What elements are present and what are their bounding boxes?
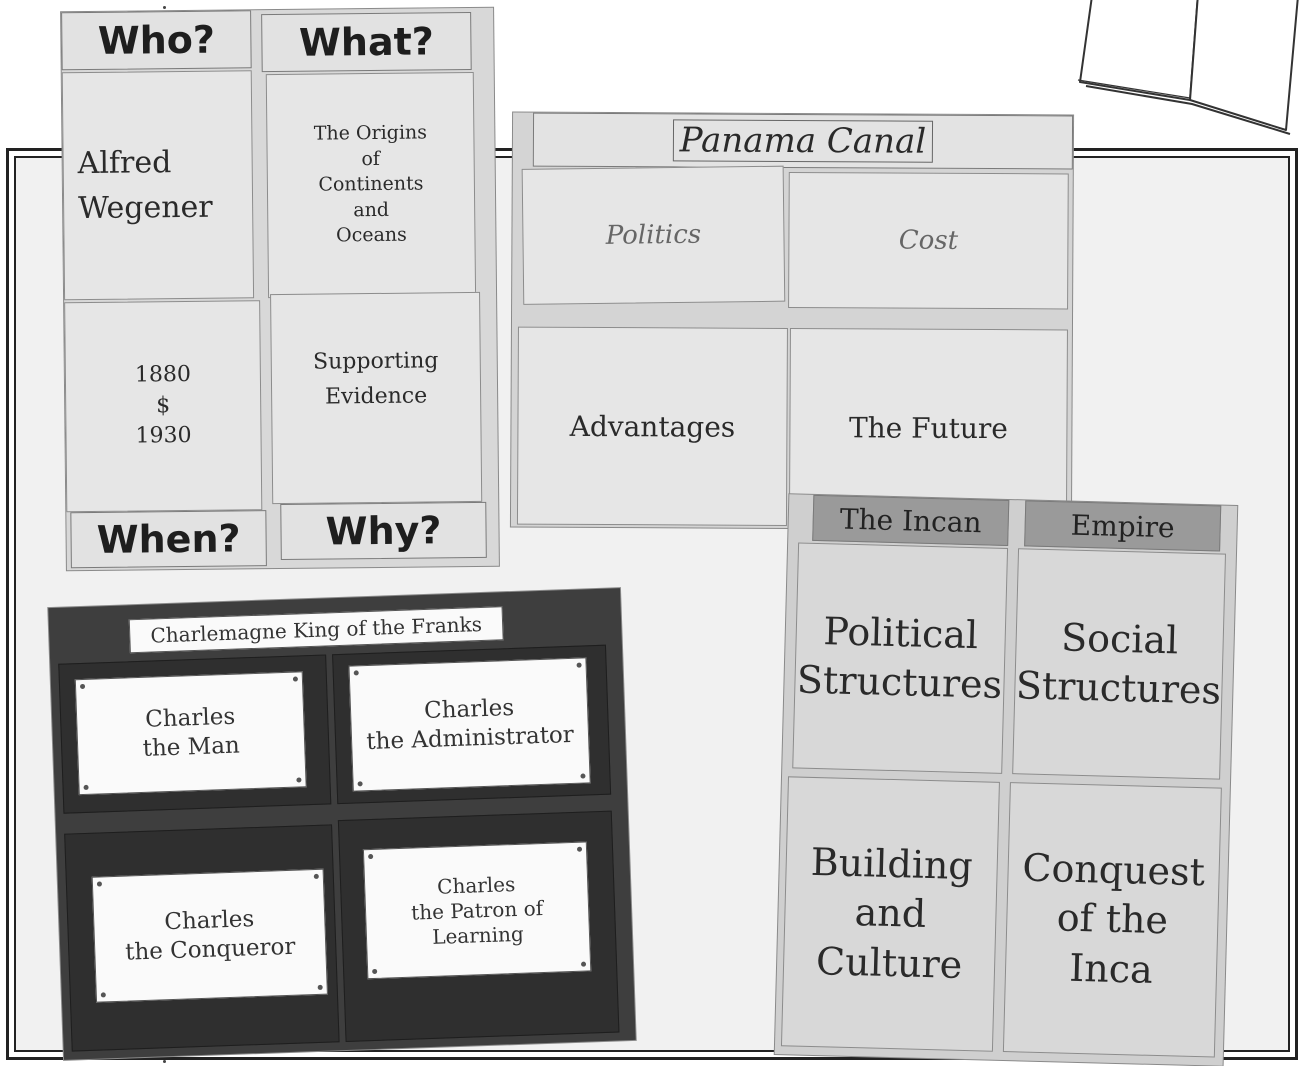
when-cell: 1880 $ 1930 bbox=[64, 300, 263, 513]
panama-canal-foldable: Panama Canal Politics Cost Advantages Th… bbox=[510, 112, 1074, 530]
pin-dot bbox=[83, 784, 89, 790]
incan-title-left: The Incan bbox=[812, 494, 1010, 546]
binding-dot bbox=[163, 6, 166, 9]
pin-dot bbox=[580, 961, 587, 967]
panama-cell-cost: Cost bbox=[788, 171, 1069, 310]
pin-dot bbox=[313, 873, 319, 880]
pin-dot bbox=[368, 853, 374, 860]
why-header: Why? bbox=[280, 501, 487, 561]
pin-dot bbox=[353, 670, 359, 676]
panama-title: Panama Canal bbox=[672, 119, 934, 163]
panama-title-strip: Panama Canal bbox=[532, 112, 1074, 170]
pin-dot bbox=[576, 662, 582, 668]
what-cell: The Origins of Continents and Oceans bbox=[265, 71, 477, 299]
charlemagne-title: Charlemagne King of the Franks bbox=[128, 606, 504, 654]
panama-cell-advantages: Advantages bbox=[516, 326, 788, 526]
pin-dot bbox=[100, 992, 106, 998]
pin-dot bbox=[296, 777, 302, 783]
incan-title-right: Empire bbox=[1024, 500, 1222, 552]
pin-dot bbox=[317, 984, 323, 990]
pin-dot bbox=[79, 683, 86, 690]
open-book-icon bbox=[1077, 0, 1299, 135]
pin-dot bbox=[357, 781, 363, 787]
panama-cell-politics: Politics bbox=[521, 165, 786, 305]
pin-dot bbox=[96, 881, 103, 887]
when-header: When? bbox=[70, 510, 267, 569]
pin-dot bbox=[580, 773, 586, 779]
binding-dot bbox=[163, 1060, 166, 1063]
pin-dot bbox=[576, 846, 583, 852]
pin-dot bbox=[372, 968, 378, 975]
pin-dot bbox=[292, 676, 298, 682]
what-header: What? bbox=[261, 11, 472, 73]
who-header: Who? bbox=[61, 10, 252, 71]
